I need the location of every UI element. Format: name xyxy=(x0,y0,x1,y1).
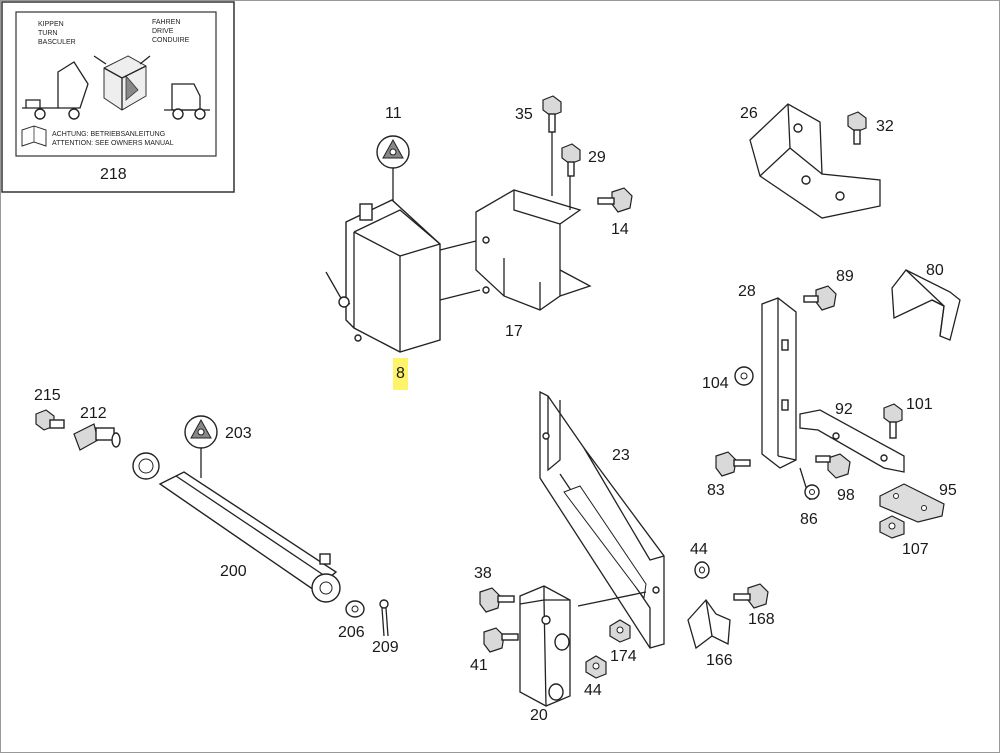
label-32[interactable]: 32 xyxy=(876,118,894,135)
inset-drive-text: FAHREN DRIVE CONDUIRE xyxy=(152,19,190,44)
label-17[interactable]: 17 xyxy=(505,323,523,340)
part-101-drawing xyxy=(883,403,903,439)
label-41[interactable]: 41 xyxy=(470,657,488,674)
label-203[interactable]: 203 xyxy=(225,425,252,442)
label-218[interactable]: 218 xyxy=(100,166,127,183)
part-212-drawing xyxy=(73,423,121,451)
label-29[interactable]: 29 xyxy=(588,149,606,166)
part-14-drawing xyxy=(597,187,633,213)
inset-warning-text: ACHTUNG: BETRIEBSANLEITUNG ATTENTION: SE… xyxy=(52,131,174,147)
label-28[interactable]: 28 xyxy=(738,283,756,300)
part-166-drawing xyxy=(687,598,731,650)
part-28-drawing xyxy=(761,297,811,501)
label-80[interactable]: 80 xyxy=(926,262,944,279)
label-23[interactable]: 23 xyxy=(612,447,630,464)
part-104-drawing xyxy=(734,366,754,386)
part-174-drawing xyxy=(609,619,631,643)
part-41-drawing xyxy=(483,627,519,653)
label-11[interactable]: 11 xyxy=(385,105,402,122)
label-200[interactable]: 200 xyxy=(220,563,247,580)
part-200-drawing xyxy=(132,452,341,603)
part-38-drawing xyxy=(479,587,515,613)
part-89-drawing xyxy=(803,285,837,311)
part-209-drawing xyxy=(379,599,389,637)
label-44-upper[interactable]: 44 xyxy=(690,541,708,558)
part-20-drawing xyxy=(519,585,571,707)
inset-218-box xyxy=(1,1,235,193)
part-203-drawing xyxy=(184,415,218,478)
part-26-drawing xyxy=(749,103,881,219)
label-168[interactable]: 168 xyxy=(748,611,775,628)
label-98[interactable]: 98 xyxy=(837,487,855,504)
part-86-drawing xyxy=(804,484,820,500)
label-14[interactable]: 14 xyxy=(611,221,629,238)
part-23-drawing xyxy=(539,390,665,649)
part-29-drawing xyxy=(561,143,581,177)
label-212[interactable]: 212 xyxy=(80,405,107,422)
label-209[interactable]: 209 xyxy=(372,639,399,656)
part-8-drawing xyxy=(325,199,481,353)
label-215[interactable]: 215 xyxy=(34,387,61,404)
part-44-lower-drawing xyxy=(585,655,607,679)
part-35-drawing xyxy=(542,95,562,133)
part-107-drawing xyxy=(879,515,905,539)
label-206[interactable]: 206 xyxy=(338,624,365,641)
label-35[interactable]: 35 xyxy=(515,106,533,123)
label-26[interactable]: 26 xyxy=(740,105,758,122)
part-44-upper-drawing xyxy=(694,561,710,579)
part-80-drawing xyxy=(891,269,961,341)
part-168-drawing xyxy=(733,583,769,609)
label-166[interactable]: 166 xyxy=(706,652,733,669)
label-8[interactable]: 8 xyxy=(393,358,408,390)
label-174[interactable]: 174 xyxy=(610,648,637,665)
label-92[interactable]: 92 xyxy=(835,401,853,418)
label-95[interactable]: 95 xyxy=(939,482,957,499)
label-20[interactable]: 20 xyxy=(530,707,548,724)
label-101[interactable]: 101 xyxy=(906,396,933,413)
part-98-drawing xyxy=(815,453,851,479)
label-44-lower[interactable]: 44 xyxy=(584,682,602,699)
inset-tip-text: KIPPEN TURN BASCULER xyxy=(38,21,76,46)
label-83[interactable]: 83 xyxy=(707,482,725,499)
part-95-drawing xyxy=(879,483,945,523)
part-206-drawing xyxy=(345,600,365,618)
label-107[interactable]: 107 xyxy=(902,541,929,558)
label-86[interactable]: 86 xyxy=(800,511,818,528)
label-38[interactable]: 38 xyxy=(474,565,492,582)
part-215-drawing xyxy=(35,409,65,431)
label-89[interactable]: 89 xyxy=(836,268,854,285)
label-104[interactable]: 104 xyxy=(702,375,729,392)
part-32-drawing xyxy=(847,111,867,145)
part-83-drawing xyxy=(715,451,751,477)
part-11-drawing xyxy=(376,135,410,205)
part-92-drawing xyxy=(799,409,905,473)
